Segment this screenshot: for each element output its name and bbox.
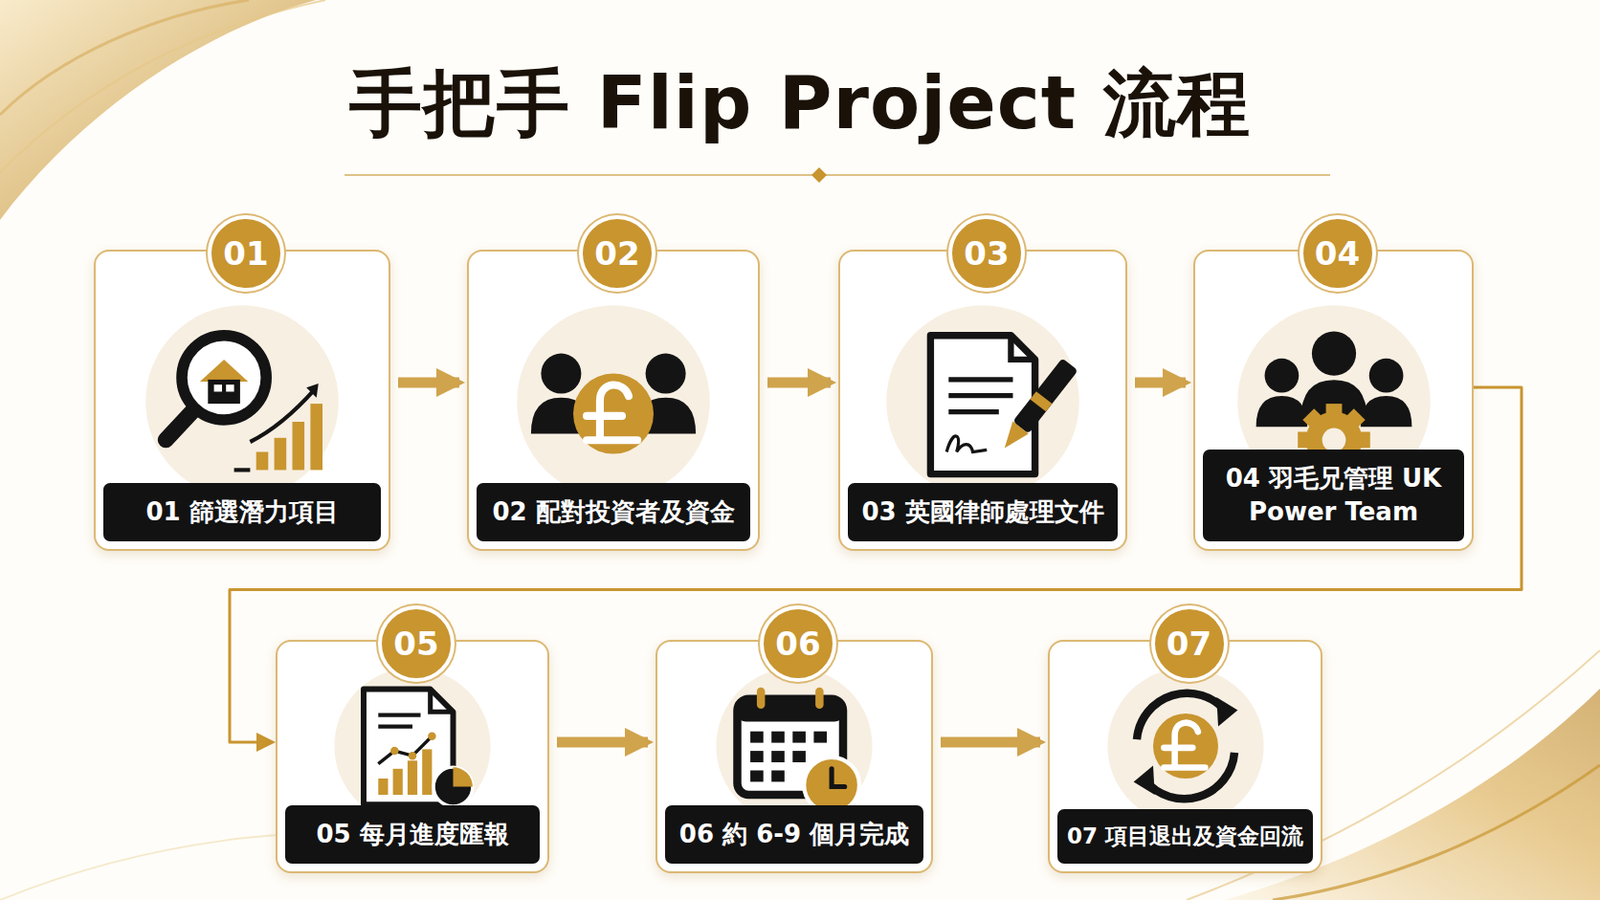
label-bar: 07 項目退出及資金回流: [1057, 809, 1313, 865]
step-badge: 06: [759, 605, 837, 683]
corner-line: [0, 0, 326, 173]
label-bar: 06 約 6-9 個月完成: [665, 805, 924, 865]
step-icon: [331, 665, 494, 828]
step-icon: [1104, 665, 1267, 828]
step-icon: [141, 301, 343, 503]
corner-swoosh: [0, 0, 316, 221]
step-label: 05 每月進度匯報: [315, 818, 509, 852]
step-card: 0606 約 6-9 個月完成: [655, 640, 934, 874]
step-icon: [882, 301, 1084, 503]
step-badge: 02: [578, 215, 656, 292]
step-card: 0303 英國律師處理文件: [838, 249, 1128, 552]
step-card: 0404 羽毛兄管理 UK Power Team: [1193, 249, 1474, 552]
flow-arrow: [556, 737, 648, 749]
step-label: 01 篩選潛力項目: [145, 495, 338, 530]
label-bar: 03 英國律師處理文件: [847, 483, 1118, 542]
step-number: 06: [775, 624, 821, 664]
step-badge: 03: [948, 215, 1025, 292]
step-number: 01: [222, 234, 268, 273]
step-card: 0202 配對投資者及資金: [466, 249, 760, 552]
flow-arrow: [1134, 377, 1186, 389]
step-label: 03 英國律師處理文件: [861, 495, 1104, 530]
step-badge: 04: [1299, 215, 1377, 292]
label-bar: 04 羽毛兄管理 UK Power Team: [1202, 449, 1465, 542]
diagram-title: 手把手 Flip Project 流程: [0, 55, 1600, 155]
label-bar: 02 配對投資者及資金: [476, 483, 751, 542]
step-card: 0505 每月進度匯報: [275, 640, 550, 874]
step-number: 05: [393, 624, 439, 664]
step-badge: 01: [207, 215, 285, 292]
title-divider: [344, 174, 1331, 177]
label-bar: 01 篩選潛力項目: [103, 483, 381, 542]
step-card: 0707 項目退出及資金回流: [1047, 640, 1323, 874]
step-number: 07: [1166, 624, 1212, 664]
step-icon: [712, 665, 876, 828]
step-label: 07 項目退出及資金回流: [1066, 822, 1304, 852]
step-label: 02 配對投資者及資金: [491, 495, 734, 530]
step-number: 04: [1314, 234, 1360, 273]
step-card: 0101 篩選潛力項目: [93, 249, 391, 552]
flow-arrow: [398, 377, 460, 389]
flow-arrow: [940, 737, 1041, 749]
label-bar: 05 每月進度匯報: [285, 805, 540, 865]
step-badge: 07: [1151, 605, 1228, 683]
step-number: 03: [963, 234, 1009, 273]
step-label: 06 約 6-9 個月完成: [679, 818, 910, 852]
step-badge: 05: [377, 605, 455, 683]
divider-diamond: [811, 167, 827, 183]
flow-arrow: [767, 377, 831, 389]
corner-line: [0, 0, 249, 115]
step-label: 04 羽毛兄管理 UK Power Team: [1210, 462, 1457, 530]
step-icon: [512, 301, 714, 503]
step-number: 02: [594, 234, 640, 273]
